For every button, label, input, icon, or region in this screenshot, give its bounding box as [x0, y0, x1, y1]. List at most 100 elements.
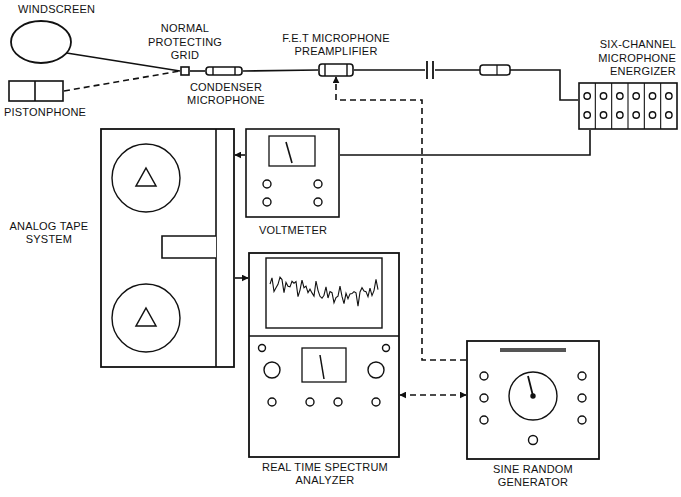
condenser-microphone: CONDENSER MICROPHONE — [205, 66, 243, 76]
voltmeter-drawing — [245, 128, 340, 218]
preamplifier: F.E.T MICROPHONE PREAMPLIFIER — [318, 63, 354, 77]
capacitor-gap — [425, 59, 435, 81]
connector-ridge — [496, 65, 497, 75]
control — [578, 394, 586, 402]
analyzer-screen — [266, 258, 382, 328]
microphone-ring — [212, 67, 213, 75]
windscreen-ball — [11, 21, 71, 63]
signal-connector — [235, 277, 248, 279]
microphone-body — [206, 67, 242, 75]
channel-socket — [633, 112, 639, 118]
microphone-energizer-drawing — [578, 82, 678, 130]
dial-hub — [531, 394, 535, 398]
reel-hub — [136, 308, 156, 326]
channel-socket — [617, 112, 623, 118]
energizer-body — [579, 83, 677, 129]
tape-reel — [112, 284, 180, 352]
analyzer-body — [249, 253, 399, 457]
terminal — [372, 398, 380, 406]
channel-socket — [584, 93, 590, 99]
signal-connector — [354, 70, 578, 100]
channel-socket — [666, 93, 672, 99]
maker-plate — [500, 348, 566, 352]
pistonphone-joint — [34, 81, 36, 101]
signal-connector — [235, 154, 245, 156]
capacitor-plate — [432, 61, 434, 79]
terminal — [314, 198, 322, 206]
terminal — [263, 198, 271, 206]
voltmeter: VOLTMETER — [245, 128, 340, 218]
preamplifier-ring — [324, 64, 325, 76]
node-label: NORMAL PROTECTING GRID — [148, 22, 222, 62]
node-label: PISTONPHONE — [4, 106, 104, 119]
protecting-grid: NORMAL PROTECTING GRID — [180, 66, 190, 76]
control — [578, 372, 586, 380]
channel-divider — [660, 83, 661, 129]
terminal — [268, 398, 276, 406]
tape-recorder-drawing — [100, 128, 235, 368]
channel-socket — [633, 93, 639, 99]
channel-socket — [666, 112, 672, 118]
control-knob — [368, 362, 384, 378]
reel-hub — [136, 168, 156, 186]
terminal — [263, 180, 271, 188]
terminal — [306, 398, 314, 406]
cable-connector — [480, 65, 510, 75]
control — [480, 416, 488, 424]
tape-recorder: ANALOG TAPE SYSTEM — [100, 128, 235, 368]
preamplifier-ring — [346, 64, 347, 76]
windscreen: WINDSCREEN — [10, 20, 72, 64]
windscreen-drawing — [10, 20, 72, 64]
meter-needle — [320, 355, 324, 379]
grid-body — [181, 67, 189, 75]
node-label: SINE RANDOM GENERATOR — [470, 463, 596, 489]
node-label: REAL TIME SPECTRUM ANALYZER — [248, 461, 402, 487]
indicator — [383, 345, 390, 352]
pistonphone: PISTONPHONE — [8, 80, 64, 102]
signal-connector — [67, 53, 180, 71]
channel-socket — [649, 93, 655, 99]
channel-socket — [617, 93, 623, 99]
microphone-energizer: SIX-CHANNEL MICROPHONE ENERGIZER — [578, 82, 678, 130]
channel-socket — [600, 112, 606, 118]
node-label: CONDENSER MICROPHONE — [180, 81, 272, 107]
channel-socket — [649, 112, 655, 118]
node-label: VOLTMETER — [238, 224, 348, 237]
tape-head-slot — [162, 236, 216, 258]
tape-body — [101, 129, 234, 367]
panel-divider — [249, 335, 399, 336]
control-connector — [64, 71, 180, 91]
terminal — [334, 398, 342, 406]
channel-divider — [627, 83, 628, 129]
channel-socket — [584, 112, 590, 118]
pistonphone-drawing — [8, 80, 64, 102]
signal-connector — [340, 130, 590, 155]
dial-pointer — [528, 376, 533, 396]
pistonphone-body — [9, 81, 63, 101]
node-label: F.E.T MICROPHONE PREAMPLIFIER — [272, 32, 400, 58]
channel-divider — [595, 83, 596, 129]
condenser-microphone-drawing — [205, 66, 243, 76]
microphone-ring — [234, 67, 235, 75]
control — [480, 372, 488, 380]
meter-needle — [286, 142, 292, 163]
control — [529, 436, 538, 445]
channel-divider — [644, 83, 645, 129]
capacitor-plate — [426, 61, 428, 79]
terminal — [314, 180, 322, 188]
protecting-grid-drawing — [180, 66, 190, 76]
generator-body — [467, 341, 599, 459]
voltmeter-body — [246, 129, 339, 217]
control-knob — [264, 362, 280, 378]
signal-generator-drawing — [466, 340, 600, 460]
control — [578, 416, 586, 424]
preamplifier-drawing — [318, 63, 354, 77]
node-label: ANALOG TAPE SYSTEM — [8, 220, 90, 246]
node-label: WINDSCREEN — [18, 3, 118, 16]
signal-connector — [243, 70, 318, 71]
control-connector — [400, 394, 466, 396]
level-meter — [302, 348, 346, 382]
control — [480, 394, 488, 402]
channel-divider — [611, 83, 612, 129]
